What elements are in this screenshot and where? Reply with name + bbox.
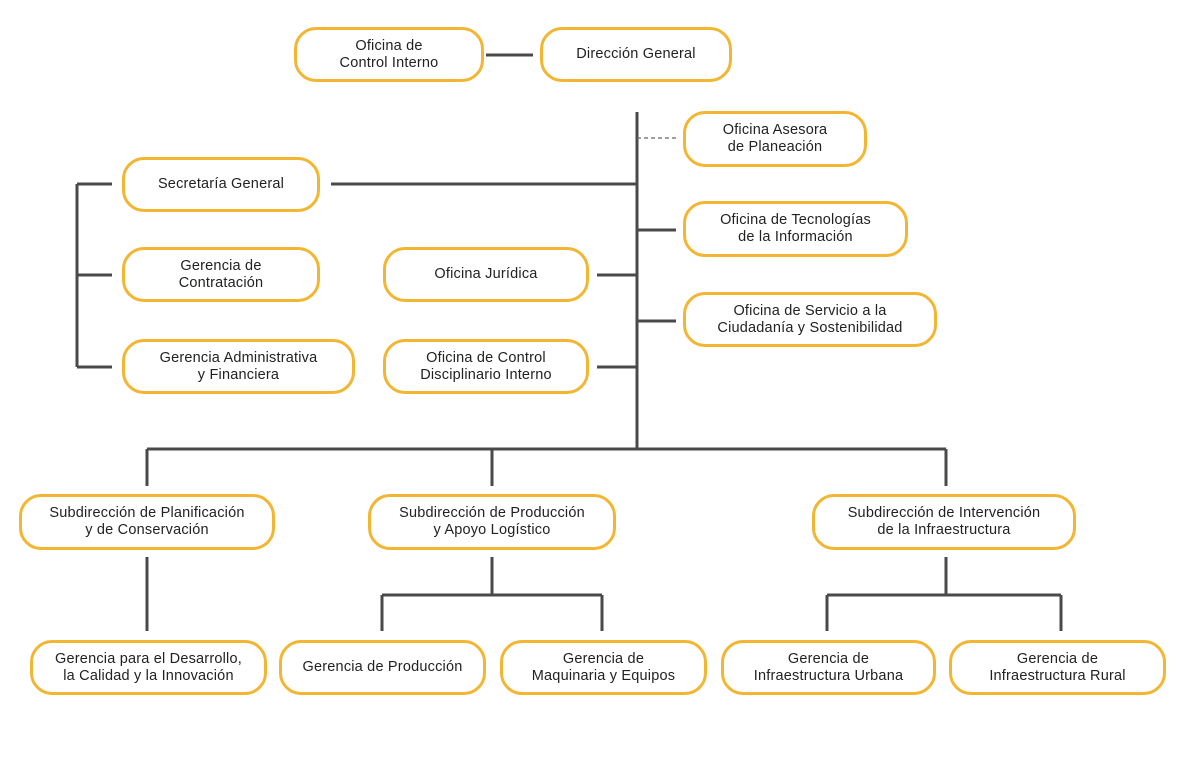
node-direccion-general: Dirección General (540, 27, 732, 82)
node-oficina-control-disciplinario: Oficina de Control Disciplinario Interno (383, 339, 589, 394)
node-gerencia-produccion: Gerencia de Producción (279, 640, 486, 695)
node-secretaria-general: Secretaría General (122, 157, 320, 212)
node-gerencia-infraestructura-rural: Gerencia de Infraestructura Rural (949, 640, 1166, 695)
node-oficina-control-interno: Oficina de Control Interno (294, 27, 484, 82)
node-subdireccion-produccion: Subdirección de Producción y Apoyo Logís… (368, 494, 616, 550)
node-oficina-tecnologias: Oficina de Tecnologías de la Información (683, 201, 908, 257)
node-gerencia-infraestructura-urbana: Gerencia de Infraestructura Urbana (721, 640, 936, 695)
node-oficina-servicio-ciudadania: Oficina de Servicio a la Ciudadanía y So… (683, 292, 937, 347)
node-gerencia-contratacion: Gerencia de Contratación (122, 247, 320, 302)
node-oficina-juridica: Oficina Jurídica (383, 247, 589, 302)
node-subdireccion-intervencion: Subdirección de Intervención de la Infra… (812, 494, 1076, 550)
node-gerencia-maquinaria: Gerencia de Maquinaria y Equipos (500, 640, 707, 695)
node-subdireccion-planificacion: Subdirección de Planificación y de Conse… (19, 494, 275, 550)
node-gerencia-administrativa: Gerencia Administrativa y Financiera (122, 339, 355, 394)
node-gerencia-desarrollo: Gerencia para el Desarrollo, la Calidad … (30, 640, 267, 695)
node-oficina-asesora-planeacion: Oficina Asesora de Planeación (683, 111, 867, 167)
